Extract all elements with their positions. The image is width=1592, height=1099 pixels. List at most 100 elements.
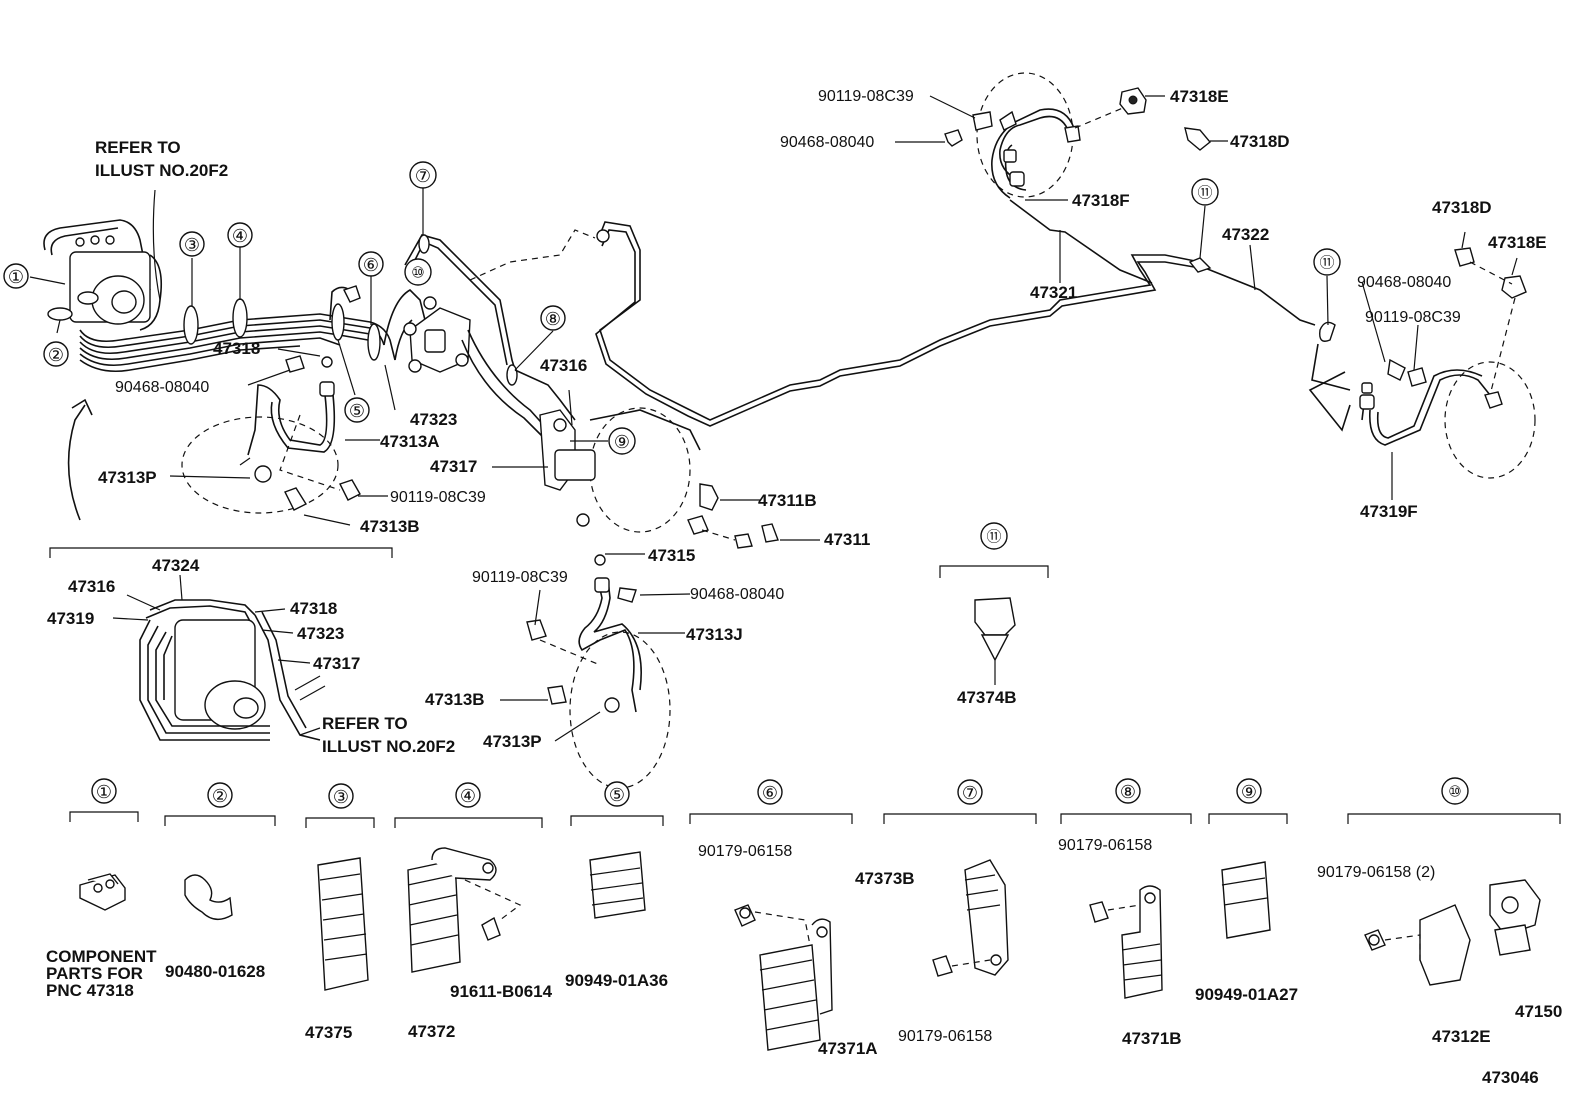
label-90119-08c39-center: 90119-08C39 xyxy=(472,569,568,586)
callout-10-top: ⑩ xyxy=(404,258,432,286)
callout-11-c-text: ⑪ xyxy=(986,529,1001,546)
label-90119-08c39-left: 90119-08C39 xyxy=(390,489,486,506)
label-90949-01a27: 90949-01A27 xyxy=(1195,985,1298,1004)
label-47313b-center: 47313B xyxy=(425,690,485,709)
label-47324: 47324 xyxy=(152,556,200,575)
label-90480-01628: 90480-01628 xyxy=(165,962,265,981)
label-47374b: 47374B xyxy=(957,688,1017,707)
callout-11-a: ⑪ xyxy=(1191,178,1219,206)
callout-11-c: ⑪ xyxy=(980,522,1008,550)
label-90468-08040-right: 90468-08040 xyxy=(1357,274,1451,291)
brake-tube-bundle xyxy=(79,285,431,373)
callout-9-top-text: ⑨ xyxy=(614,432,630,452)
callout-2-top: ② xyxy=(43,341,69,367)
label-90119-08c39-top: 90119-08C39 xyxy=(818,88,914,105)
callout-1-bottom-text: ① xyxy=(96,782,112,802)
label-47318d-top: 47318D xyxy=(1230,132,1290,151)
label-47313p-center: 47313P xyxy=(483,732,542,751)
actuator-inset-view xyxy=(49,398,393,741)
callout-4-top-text: ④ xyxy=(232,226,248,246)
label-47311b: 47311B xyxy=(758,491,817,510)
callout-6-top-text: ⑥ xyxy=(363,255,379,275)
callout-9-bottom-text: ⑨ xyxy=(1241,782,1257,802)
callout-10-bottom-text: ⑩ xyxy=(1448,784,1461,801)
callout-8-top: ⑧ xyxy=(540,305,566,331)
label-47318e-top: 47318E xyxy=(1170,87,1229,106)
refer-note-inset-line2: ILLUST NO.20F2 xyxy=(322,737,455,756)
callout-2-top-text: ② xyxy=(48,345,64,365)
label-47317-inset: 47317 xyxy=(313,654,360,673)
callout-2-bottom: ② xyxy=(207,782,233,808)
label-47371b: 47371B xyxy=(1122,1029,1182,1048)
label-47317-top: 47317 xyxy=(430,457,477,476)
callout-5-bottom-text: ⑤ xyxy=(609,785,625,805)
long-brake-lines xyxy=(469,199,1351,432)
callout-8-bottom: ⑧ xyxy=(1115,778,1141,804)
label-90179-06158-2: 90179-06158 (2) xyxy=(1317,864,1435,881)
callout-7-bottom-text: ⑦ xyxy=(962,783,978,803)
label-47318-inset: 47318 xyxy=(290,599,337,618)
label-47313b-left: 47313B xyxy=(360,517,420,536)
label-47316-top: 47316 xyxy=(540,356,587,375)
label-47322: 47322 xyxy=(1222,225,1269,244)
callout-1-top: ① xyxy=(3,263,29,289)
label-47323-top: 47323 xyxy=(410,410,457,429)
diagram-id: 473046 xyxy=(1482,1068,1539,1087)
label-47318d-right: 47318D xyxy=(1432,198,1492,217)
part-labels: REFER TO ILLUST NO.20F2 REFER TO ILLUST … xyxy=(46,87,1562,1087)
callout-10-top-text: ⑩ xyxy=(411,265,424,282)
label-47323-inset: 47323 xyxy=(297,624,344,643)
clip-47374b xyxy=(939,565,1049,662)
component-note-line2: PARTS FOR xyxy=(46,964,143,983)
brake-booster xyxy=(539,407,779,549)
refer-note-top-line1: REFER TO xyxy=(95,138,181,157)
callout-2-bottom-text: ② xyxy=(212,786,228,806)
label-47371a: 47371A xyxy=(818,1039,878,1058)
center-hose-group xyxy=(526,554,671,789)
label-90468-08040-left: 90468-08040 xyxy=(115,379,209,396)
label-47319: 47319 xyxy=(47,609,94,628)
label-47372: 47372 xyxy=(408,1022,455,1041)
label-90949-01a36: 90949-01A36 xyxy=(565,971,668,990)
front-flex-hose-group xyxy=(944,72,1211,199)
label-47318-top: 47318 xyxy=(213,339,260,358)
label-90179-06158-7: 90179-06158 xyxy=(898,1028,992,1045)
refer-note-top-line2: ILLUST NO.20F2 xyxy=(95,161,228,180)
callout-5-top-text: ⑤ xyxy=(349,401,365,421)
label-90468-08040-top: 90468-08040 xyxy=(780,134,874,151)
callout-3-bottom-text: ③ xyxy=(333,787,349,807)
callout-7-top-text: ⑦ xyxy=(415,166,431,186)
callout-6-top: ⑥ xyxy=(358,251,384,277)
label-47150: 47150 xyxy=(1515,1002,1562,1021)
callout-8-top-text: ⑧ xyxy=(545,309,561,329)
rear-flex-hose-group xyxy=(1359,247,1536,479)
component-note-line1: COMPONENT xyxy=(46,947,157,966)
label-90179-06158-6: 90179-06158 xyxy=(698,843,792,860)
callout-9-bottom: ⑨ xyxy=(1236,778,1262,804)
valve-bracket-10 xyxy=(403,234,549,437)
callout-3-bottom: ③ xyxy=(328,783,354,809)
callout-11-b-text: ⑪ xyxy=(1319,255,1334,272)
left-front-hose-group xyxy=(181,355,361,514)
callout-5-bottom: ⑤ xyxy=(604,781,630,807)
label-47312e: 47312E xyxy=(1432,1027,1491,1046)
clamp-detail-row xyxy=(69,811,1561,1051)
label-90119-08c39-right: 90119-08C39 xyxy=(1365,309,1461,326)
callout-6-bottom: ⑥ xyxy=(757,779,783,805)
callout-9-top: ⑨ xyxy=(608,427,636,455)
callout-7-bottom: ⑦ xyxy=(957,779,983,805)
callout-4-top: ④ xyxy=(227,222,253,248)
callout-1-bottom: ① xyxy=(91,778,117,804)
callout-4-bottom: ④ xyxy=(455,782,481,808)
label-47313a: 47313A xyxy=(380,432,440,451)
leader-lines xyxy=(29,95,1518,742)
label-91611-b0614: 91611-B0614 xyxy=(450,982,553,1001)
component-note-line3: PNC 47318 xyxy=(46,981,134,1000)
callout-3-top-text: ③ xyxy=(184,235,200,255)
callout-11-b: ⑪ xyxy=(1313,248,1341,276)
callout-markers: ① ② ③ ④ ⑤ ⑥ ⑦ ⑧ ⑨ ⑩ ⑪ ⑪ ⑪ ① ② ③ ④ ⑤ ⑥ ⑦ … xyxy=(3,161,1469,809)
callout-6-bottom-text: ⑥ xyxy=(762,783,778,803)
label-47313j: 47313J xyxy=(686,625,743,644)
